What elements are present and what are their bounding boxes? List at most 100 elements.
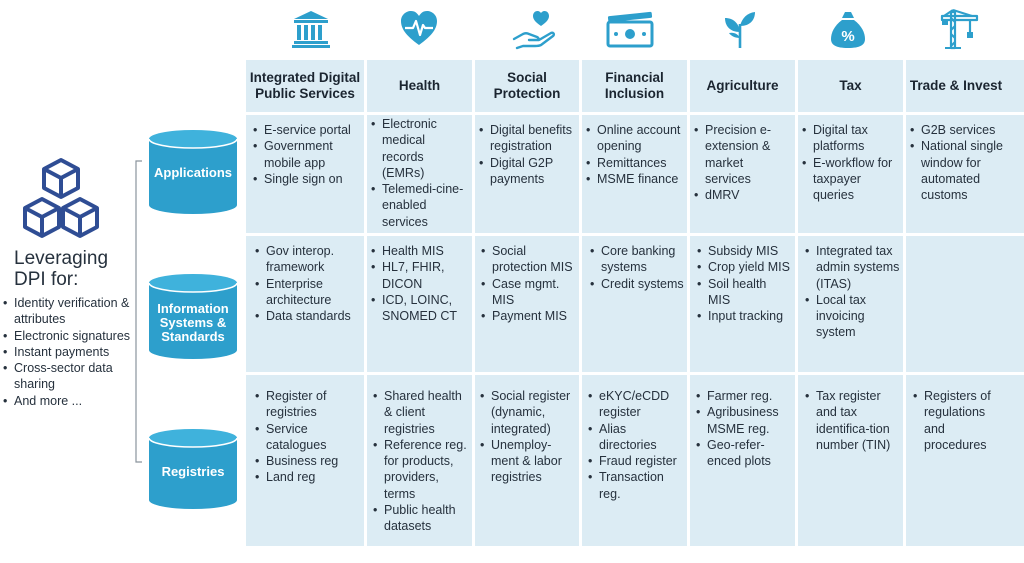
list-item: Crop yield MIS [697, 259, 792, 276]
list-item: And more ... [3, 393, 131, 410]
list-item: Single sign on [253, 171, 361, 188]
registries-cell: eKYC/eCDD register Alias directories Fra… [588, 388, 684, 502]
applications-cell: Electronic medical records (EMRs) Teleme… [371, 116, 469, 230]
applications-cell: Online account opening Remittances MSME … [586, 122, 684, 187]
list-item: Soil health MIS [697, 276, 792, 309]
cubes-icon [23, 158, 99, 238]
list-item: Electronic medical records (EMRs) [371, 116, 469, 181]
applications-layer: Applications [147, 129, 239, 215]
crane-icon [940, 8, 979, 50]
list-item: Registers of regulations and procedures [913, 388, 1009, 453]
list-item: Integrated tax admin systems (ITAS) [805, 243, 901, 292]
svg-text:%: % [841, 28, 854, 45]
list-item: Remittances [586, 155, 684, 172]
column-header: Financial Inclusion [604, 70, 665, 101]
plant-icon [725, 12, 755, 48]
list-item: ICD, LOINC, SNOMED CT [371, 292, 469, 325]
list-item: Payment MIS [481, 308, 576, 325]
list-item: Health MIS [371, 243, 469, 260]
info-systems-cell: Core banking systems Credit systems [590, 243, 684, 292]
info-systems-cell: Integrated tax admin systems (ITAS) Loca… [805, 243, 901, 341]
list-item: dMRV [694, 187, 792, 204]
list-item: E-workflow for taxpayer queries [802, 155, 900, 204]
info-systems-cell: Gov interop. framework Enterprise archit… [255, 243, 361, 325]
list-item: eKYC/eCDD register [588, 388, 684, 421]
column-header: Integrated Digital Public Services [249, 70, 361, 101]
registries-cell: Shared health & client registries Refere… [373, 388, 469, 535]
column-divider [579, 60, 582, 546]
column-header: Tax [839, 78, 862, 93]
applications-cell: E-service portal Government mobile app S… [253, 122, 361, 187]
list-item: Core banking systems [590, 243, 684, 276]
list-item: E-service portal [253, 122, 361, 139]
column-divider [364, 60, 367, 546]
list-item: Cross-sector data sharing [3, 360, 131, 393]
heart-pulse-icon [401, 11, 437, 45]
header-band [246, 60, 1024, 112]
list-item: Gov interop. framework [255, 243, 361, 276]
list-item: Subsidy MIS [697, 243, 792, 260]
list-item: Public health datasets [373, 502, 469, 535]
column-header: Agriculture [706, 78, 779, 93]
column-header: Trade & Invest [909, 78, 1003, 93]
list-item: Data standards [255, 308, 361, 325]
list-item: Precision e-extension & market services [694, 122, 792, 187]
applications-cell: Digital tax platforms E-workflow for tax… [802, 122, 900, 203]
applications-label: Applications [153, 165, 232, 180]
list-item: Social register (dynamic, integrated) [480, 388, 576, 437]
registries-label: Registries [161, 464, 225, 479]
info-systems-label: Information Systems & Standards [157, 301, 229, 344]
applications-cell: G2B services National single window for … [910, 122, 1020, 203]
list-item: Digital benefits registration [479, 122, 576, 155]
list-item: Input tracking [697, 308, 792, 325]
list-item: Business reg [255, 453, 361, 470]
list-item: Case mgmt. MIS [481, 276, 576, 309]
list-item: National single window for automated cus… [910, 138, 1020, 203]
list-item: Digital tax platforms [802, 122, 900, 155]
column-header: Health [398, 78, 441, 93]
bracket-line [135, 160, 142, 463]
leveraging-title: Leveraging DPI for: [14, 248, 109, 290]
list-item: Register of registries [255, 388, 361, 421]
registries-cell: Tax register and tax identifica-tion num… [805, 388, 901, 453]
list-item: Agribusiness MSME reg. [696, 404, 792, 437]
list-item: Geo-refer-enced plots [696, 437, 792, 470]
list-item: Transaction reg. [588, 469, 684, 502]
list-item: Social protection MIS [481, 243, 576, 276]
list-item: Instant payments [3, 344, 131, 361]
registries-cell: Social register (dynamic, integrated) Un… [480, 388, 576, 486]
list-item: Reference reg. for products, providers, … [373, 437, 469, 502]
list-item: Telemedi-cine-enabled services [371, 181, 469, 230]
info-systems-layer: Information Systems & Standards [147, 273, 239, 360]
info-systems-cell: Social protection MIS Case mgmt. MIS Pay… [481, 243, 576, 325]
banknote-icon [606, 11, 654, 48]
info-systems-cell: Subsidy MIS Crop yield MIS Soil health M… [697, 243, 792, 325]
bank-icon [292, 11, 330, 48]
list-item: Identity verification & attributes [3, 295, 131, 328]
hand-heart-icon [512, 11, 556, 50]
registries-cell: Register of registries Service catalogue… [255, 388, 361, 486]
list-item: Unemploy-ment & labor registries [480, 437, 576, 486]
list-item: Online account opening [586, 122, 684, 155]
applications-cell: Precision e-extension & market services … [694, 122, 792, 204]
column-header: Social Protection [493, 70, 561, 101]
list-item: Shared health & client registries [373, 388, 469, 437]
applications-cell: Digital benefits registration Digital G2… [479, 122, 576, 187]
column-divider [687, 60, 690, 546]
list-item: Alias directories [588, 421, 684, 454]
column-divider [795, 60, 798, 546]
list-item: Fraud register [588, 453, 684, 470]
column-divider [472, 60, 475, 546]
list-item: Enterprise architecture [255, 276, 361, 309]
list-item: Credit systems [590, 276, 684, 293]
list-item: Electronic signatures [3, 328, 131, 345]
list-item: Tax register and tax identifica-tion num… [805, 388, 901, 453]
list-item: MSME finance [586, 171, 684, 188]
column-divider [903, 60, 906, 546]
registries-layer: Registries [147, 428, 239, 510]
info-systems-cell: Health MIS HL7, FHIR, DICON ICD, LOINC, … [371, 243, 469, 324]
registries-cell: Farmer reg. Agribusiness MSME reg. Geo-r… [696, 388, 792, 469]
list-item: Local tax invoicing system [805, 292, 901, 341]
list-item: G2B services [910, 122, 1020, 139]
list-item: Service catalogues [255, 421, 361, 454]
